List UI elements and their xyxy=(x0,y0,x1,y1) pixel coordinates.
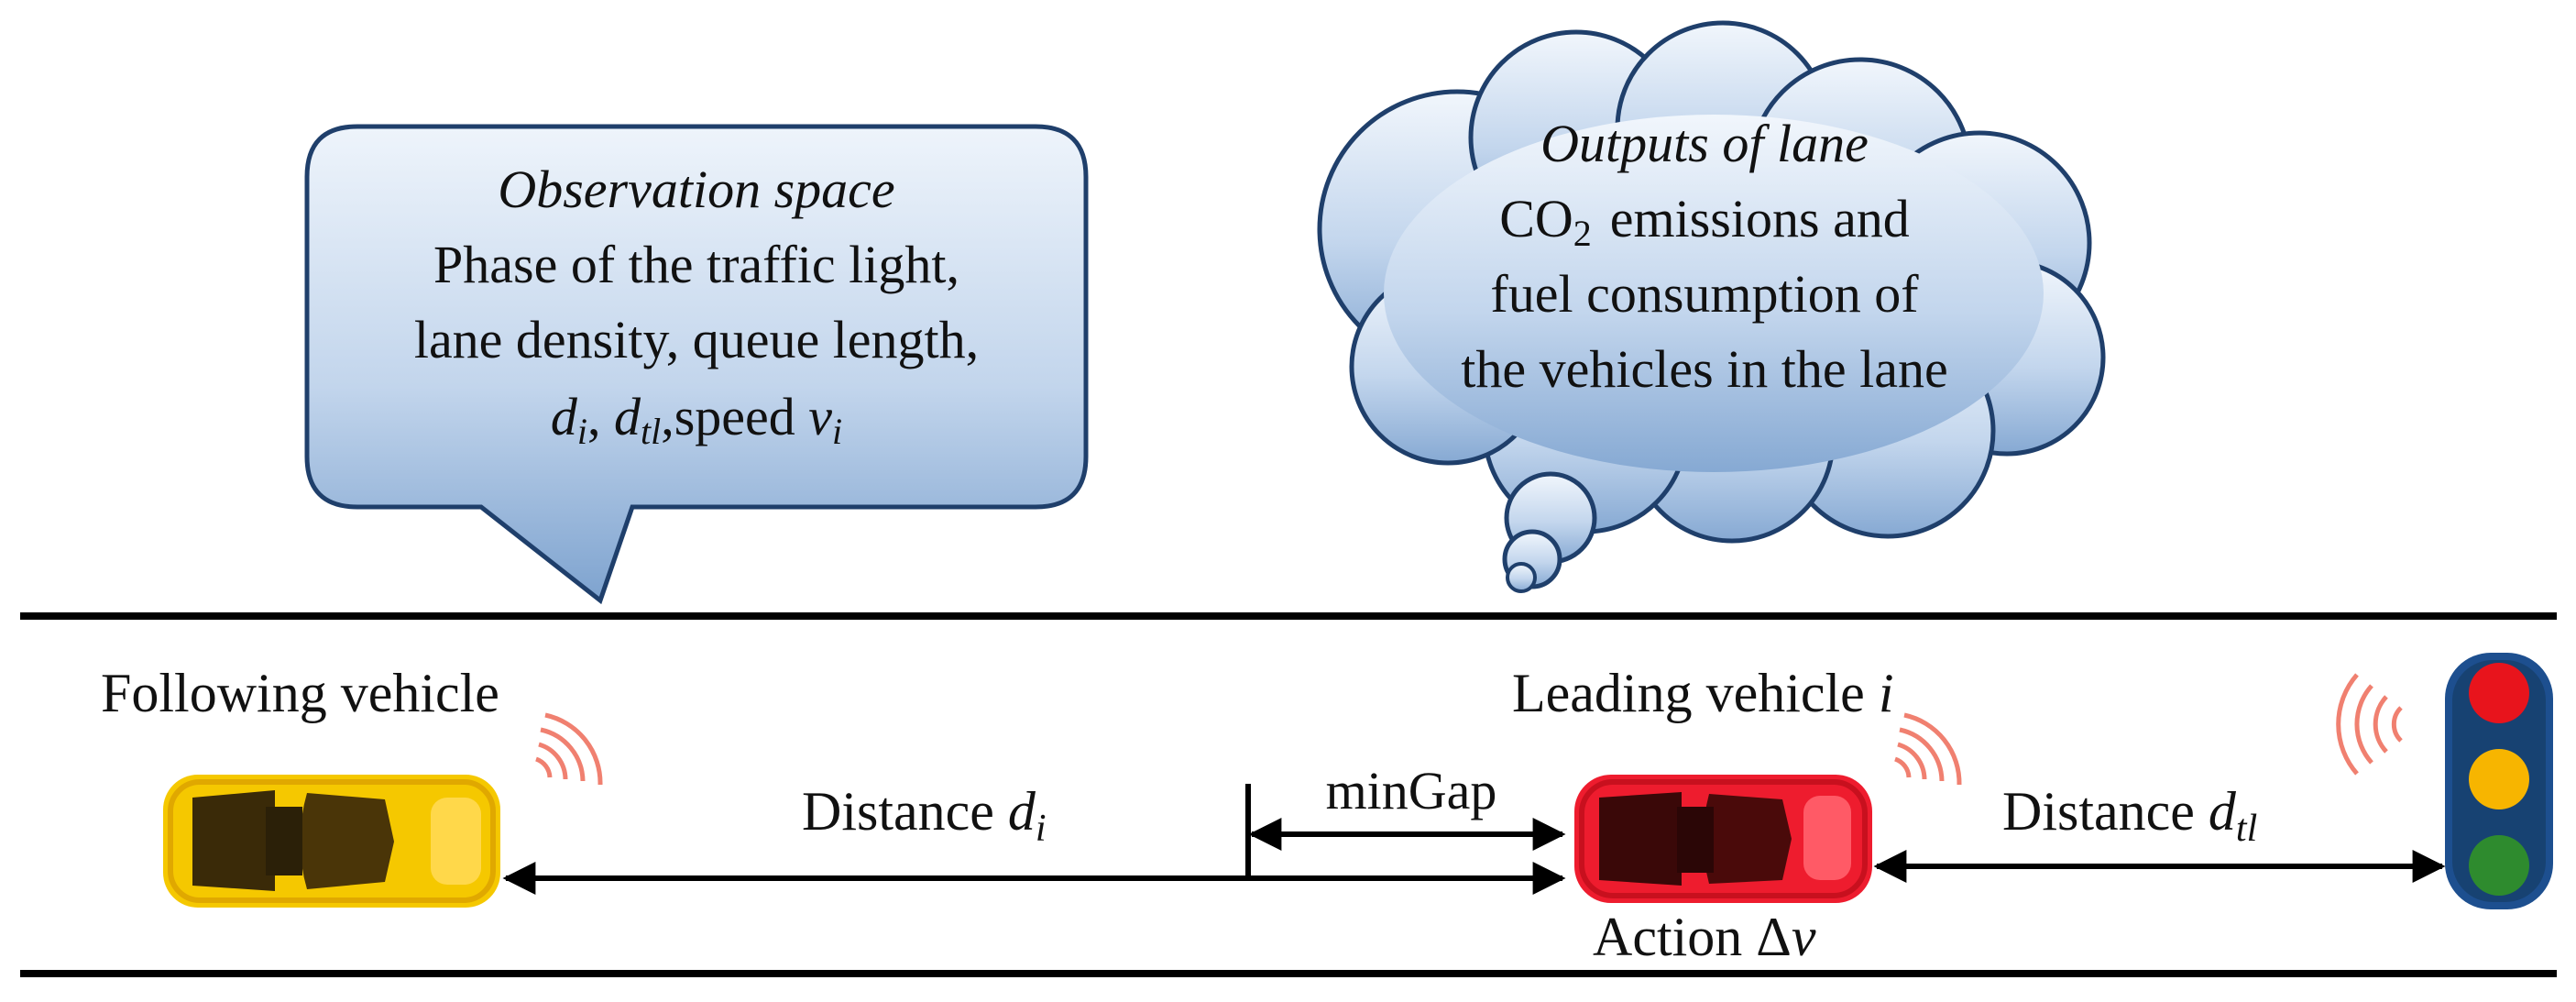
speech-bubble-shape xyxy=(304,124,1089,605)
traffic-light-yellow xyxy=(2469,749,2529,809)
traffic-light-green xyxy=(2469,835,2529,896)
traffic-light-icon xyxy=(2445,653,2553,909)
following-car-icon xyxy=(163,775,500,908)
thought-bubble-small xyxy=(1506,562,1537,593)
wireless-signal-icon xyxy=(1894,712,1962,786)
distance-di-label: Distance di xyxy=(802,781,1047,850)
distance-dtl-label: Distance dtl xyxy=(2002,781,2257,850)
wireless-signal-icon xyxy=(535,712,603,786)
observation-line-2: lane density, queue length, xyxy=(414,310,979,369)
leading-car-icon xyxy=(1574,775,1872,903)
traffic-light-red xyxy=(2469,663,2529,723)
wireless-signal-icon xyxy=(2336,673,2403,776)
observation-space-bubble: Observation space Phase of the traffic l… xyxy=(304,124,1089,605)
action-label: Action Δν xyxy=(1593,907,1816,967)
leading-vehicle-label: Leading vehicle i xyxy=(1512,663,1894,723)
outputs-line-3: the vehicles in the lane xyxy=(1461,339,1947,399)
observation-line-3: di, dtl,speed νi xyxy=(551,387,842,452)
min-gap-label: minGap xyxy=(1326,761,1497,820)
observation-line-1: Phase of the traffic light, xyxy=(433,235,959,294)
outputs-line-2: fuel consumption of xyxy=(1490,264,1919,324)
outputs-title: Outputs of lane xyxy=(1540,114,1869,173)
following-vehicle-label: Following vehicle xyxy=(101,663,499,723)
cloud-core xyxy=(1384,115,2044,472)
observation-title: Observation space xyxy=(498,160,894,219)
